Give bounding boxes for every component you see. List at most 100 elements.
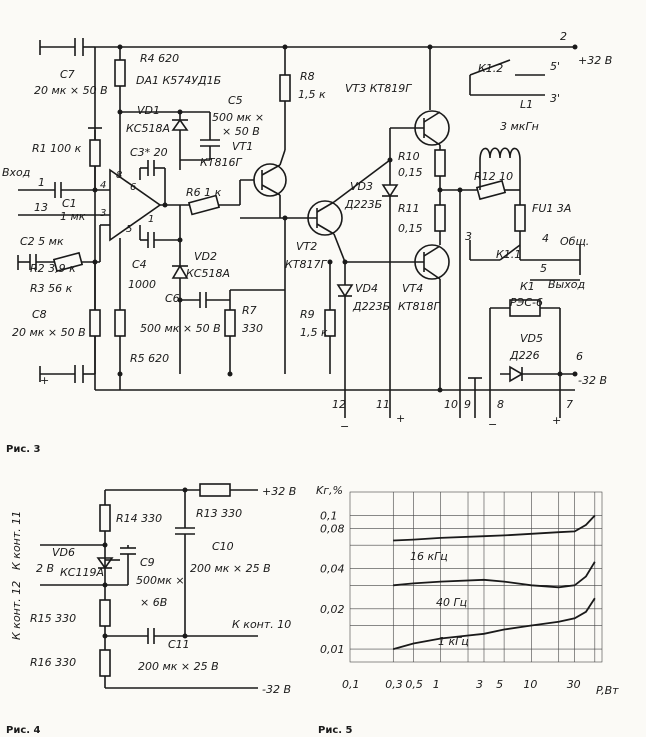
terminal-3p: 3' — [550, 92, 560, 105]
terminal-7-sign: + — [552, 414, 561, 427]
label-c4-value: 1000 — [128, 278, 156, 291]
label-c5: C5 — [228, 94, 243, 107]
label-c9-value1: 500мк × — [136, 574, 185, 587]
label-c11: C11 — [168, 638, 190, 651]
chart-ylabel: Kг,% — [316, 484, 343, 497]
label-r11: R11 — [398, 202, 420, 215]
label-c3: C3* 20 — [130, 146, 168, 159]
label-r1: R1 100 к — [32, 142, 82, 155]
label-vd1: VD1 — [137, 104, 160, 117]
label-vt1-type: КТ816Г — [200, 156, 243, 169]
label-r4: R4 620 — [140, 52, 179, 65]
label-r2: R2 3,9 к — [30, 262, 76, 275]
label-k11: К1.1 — [496, 248, 521, 261]
pin-5: 5 — [126, 224, 132, 235]
label-vd5: VD5 — [520, 332, 543, 345]
terminal-8-sign: − — [488, 418, 497, 431]
label-r9-value: 1,5 к — [300, 326, 328, 339]
c8-plus-sign: + — [40, 374, 49, 387]
chart-x-tick-label: 3 — [476, 678, 483, 691]
label-r3: R3 56 к — [30, 282, 73, 295]
label-c6-value: 500 мк × 50 В — [140, 322, 221, 335]
terminal-12-sign: − — [340, 420, 349, 433]
chart-x-tick-label: 0,5 — [405, 678, 423, 691]
figure-3-caption: Рис. 3 — [6, 444, 41, 455]
label-2v: 2 В — [36, 562, 54, 575]
label-r14: R14 330 — [116, 512, 162, 525]
label-r6: R6 1 к — [186, 186, 222, 199]
label-vd2: VD2 — [194, 250, 217, 263]
label-c6: C6 — [165, 292, 180, 305]
chart-x-tick-label: 0,1 — [342, 678, 360, 691]
chart-y-tick-label: 0,02 — [320, 603, 345, 616]
label-vd4: VD4 — [355, 282, 378, 295]
label-c8-value: 20 мк × 50 В — [12, 326, 86, 339]
label-input: Вход — [2, 166, 30, 179]
label-vt2-type: КТ817Г — [285, 258, 328, 271]
label-k1: К1 — [520, 280, 535, 293]
terminal-11-sign: + — [396, 412, 405, 425]
figure-3: C7 20 мк × 50 В R4 620 DA1 К574УД1Б VD1 … — [2, 30, 612, 455]
label-c8: C8 — [32, 308, 47, 321]
label-r16: R16 330 — [30, 656, 76, 669]
label-r8: R8 — [300, 70, 315, 83]
label-c5-value2: × 50 В — [222, 125, 260, 138]
terminal-11: 11 — [376, 398, 390, 411]
terminal-7: 7 — [566, 398, 573, 411]
label-l1-value: 3 мкГн — [500, 120, 539, 133]
chart-x-tick-label: 10 — [523, 678, 537, 691]
label-r13: R13 330 — [196, 507, 242, 520]
label-k12: К1.2 — [478, 62, 503, 75]
label-r15: R15 330 — [30, 612, 76, 625]
label-vt4: VT4 — [402, 282, 423, 295]
chart-x-tick-label: 5 — [496, 678, 503, 691]
terminal-2: 2 — [560, 30, 567, 43]
label-vd6-type: КС119А — [60, 566, 104, 579]
label-vd1-type: КС518А — [126, 122, 170, 135]
terminal-13: 13 — [34, 201, 48, 214]
label-r8-value: 1,5 к — [298, 88, 326, 101]
label-c4: C4 — [132, 258, 147, 271]
pin-6: 6 — [130, 182, 136, 193]
chart-xlabel: P,Вт — [596, 684, 619, 697]
chart-y-tick-label: 0,08 — [320, 522, 345, 535]
label-vt4-type: КТ818Г — [398, 300, 441, 313]
pin-1: 1 — [148, 214, 154, 225]
label-c1-value: 1 мк — [60, 210, 86, 223]
label-c2: C2 5 мк — [20, 235, 64, 248]
chart-grid — [349, 491, 603, 663]
chart-x-tick-label: 1 — [433, 678, 440, 691]
label-r10: R10 — [398, 150, 420, 163]
label-plus32: +32 В — [578, 54, 612, 67]
label-vd2-type: КС518А — [186, 267, 230, 280]
label-kont12: К конт. 12 — [10, 581, 23, 640]
label-c9-value2: × 6В — [140, 596, 167, 609]
label-vt1: VT1 — [232, 140, 253, 153]
label-vd6: VD6 — [52, 546, 75, 559]
label-r10-value: 0,15 — [398, 166, 423, 179]
label-l1: L1 — [520, 98, 533, 111]
label-vd3-type: Д223Б — [344, 198, 382, 211]
pin-8: 8 — [116, 170, 122, 181]
label-r9: R9 — [300, 308, 315, 321]
terminal-5: 5 — [540, 262, 547, 275]
curve-label-16khz: 16 кГц — [410, 550, 448, 563]
label-fu1: FU1 3А — [532, 202, 571, 215]
chart-y-tick-label: 0,01 — [320, 643, 345, 656]
series-line-16-кГц — [393, 514, 596, 542]
series-line-1-кГц — [393, 597, 596, 650]
terminal-9: 9 — [464, 398, 471, 411]
curve-label-1khz: 1 кГц — [438, 635, 469, 648]
label-output: Выход — [548, 278, 585, 291]
pin-4: 4 — [100, 180, 106, 191]
label-r5: R5 620 — [130, 352, 169, 365]
figure-5-caption: Рис. 5 — [318, 725, 353, 736]
terminal-6: 6 — [576, 350, 583, 363]
curve-label-40hz: 40 Гц — [436, 596, 467, 609]
label-r7-value: 330 — [242, 322, 263, 335]
figure-4: R14 330 R13 330 +32 В К конт. 11 К конт.… — [6, 483, 296, 736]
label-minus32-fig4: -32 В — [262, 683, 291, 696]
